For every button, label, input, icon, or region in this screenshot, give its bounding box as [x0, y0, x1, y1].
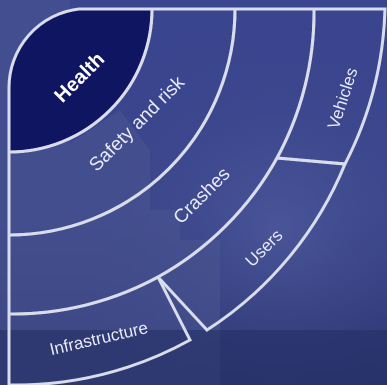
segment-infrastructure[interactable]: Infrastructure — [7, 274, 192, 385]
segment-label-infrastructure: Infrastructure — [48, 318, 150, 359]
segment-label-users: Users — [242, 226, 287, 271]
segment-label-vehicles: Vehicles — [324, 65, 362, 131]
segment-vehicles[interactable]: Vehicles — [274, 7, 387, 166]
segment-label-crashes: Crashes — [170, 164, 235, 229]
segment-users[interactable]: Users — [155, 156, 348, 332]
